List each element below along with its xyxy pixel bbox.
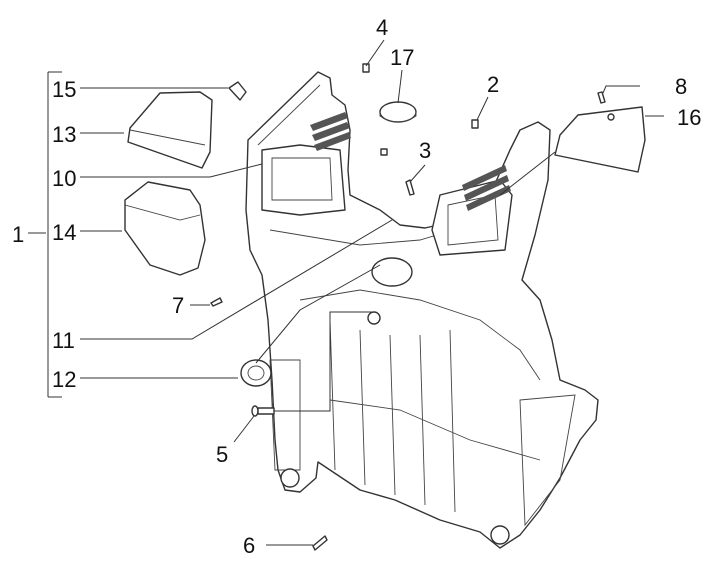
clip-nut-10 [380,148,388,156]
lid-latch [228,81,247,101]
glovebox-lid [127,91,213,169]
callout-4: 4 [376,15,388,40]
glovebox-container [124,181,206,276]
callout-3: 3 [419,138,431,163]
right-vent-grill [462,165,511,211]
callout-1: 1 [12,222,24,247]
callout-16: 16 [677,105,701,130]
lock-knob [240,359,272,387]
callout-6: 6 [243,533,255,558]
clip-nut-2 [471,119,479,129]
screw-6 [312,535,328,551]
callout-10: 10 [52,166,76,191]
legshield-back-plate [245,71,599,549]
side-cover [554,106,646,173]
callout-13: 13 [52,122,76,147]
callout-8: 8 [675,74,687,99]
left-vent-grill [310,112,351,151]
screw-8 [597,91,606,104]
screw-3 [405,179,415,196]
callout-11: 11 [52,328,75,353]
screw-7 [210,297,223,307]
leader-lines [28,39,664,546]
clip-nut-4 [362,63,370,73]
screw-5 [251,405,275,417]
callout-14: 14 [52,220,76,245]
callout-2: 2 [487,72,499,97]
callout-12: 12 [52,367,76,392]
callout-15: 15 [52,77,76,102]
callout-17: 17 [390,45,414,70]
callout-5: 5 [216,442,228,467]
round-cap [379,101,417,123]
callout-7: 7 [172,293,184,318]
